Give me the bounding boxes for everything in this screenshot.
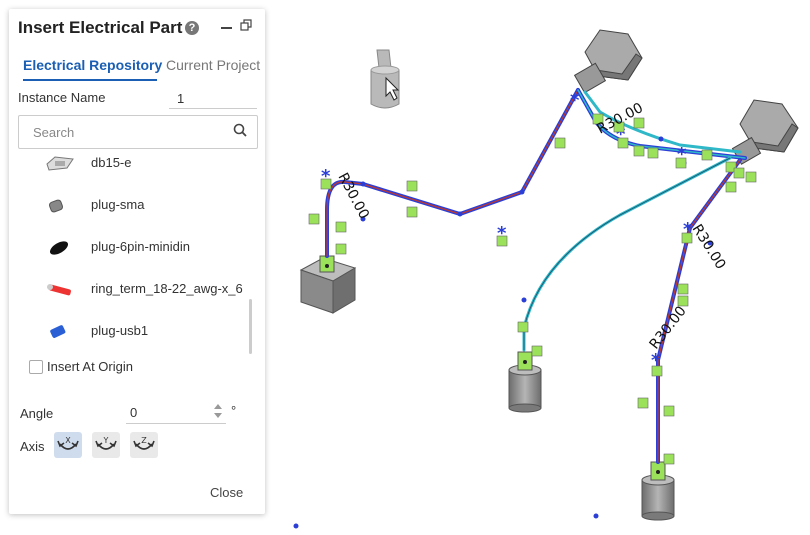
search-icon[interactable]	[233, 123, 247, 142]
wire-harness[interactable]	[325, 88, 747, 464]
svg-text:*: *	[651, 350, 661, 371]
connector-db15-icon	[45, 154, 75, 179]
connector-motor-top[interactable]	[573, 29, 643, 94]
panel-title: Insert Electrical Part	[18, 18, 183, 37]
svg-text:*: *	[683, 219, 693, 240]
axis-y-letter: Y	[103, 436, 109, 445]
axis-z-letter: Z	[141, 436, 147, 445]
part-name: plug-usb1	[91, 323, 149, 338]
ring-terminal-icon	[45, 280, 75, 305]
list-item[interactable]: ring_term_18-22_awg-x_6	[9, 270, 249, 310]
help-icon[interactable]: ?	[185, 21, 199, 35]
connector-cylinder-bottom[interactable]	[641, 461, 675, 521]
active-tab-indicator	[23, 79, 157, 81]
connector-box[interactable]	[299, 255, 357, 314]
rotate-z-icon: Z	[133, 436, 155, 450]
plug-sma-icon	[45, 196, 75, 221]
svg-text:*: *	[497, 223, 507, 244]
list-item[interactable]: db15-e	[9, 144, 249, 184]
search-placeholder: Search	[33, 125, 75, 140]
angle-stepper[interactable]	[213, 401, 223, 421]
instance-name-underline	[169, 108, 257, 109]
instance-name-input[interactable]: 1	[177, 91, 185, 106]
connector-cylinder-middle[interactable]	[508, 351, 542, 413]
restore-icon[interactable]	[240, 19, 254, 33]
plug-usb-icon	[45, 322, 75, 347]
radius-dimension: R30.00	[689, 222, 729, 273]
axis-z-button[interactable]: Z	[130, 432, 158, 458]
tab-electrical-repository[interactable]: Electrical Repository	[23, 57, 163, 73]
plug-minidin-icon	[45, 238, 75, 263]
radius-dimensions: R30.00 R30.00 R30.00 R30.00	[334, 100, 728, 352]
close-button[interactable]: Close	[210, 485, 244, 500]
tab-current-project[interactable]: Current Project	[166, 57, 261, 73]
minimize-icon[interactable]	[221, 27, 232, 29]
instance-name-label: Instance Name	[18, 90, 106, 105]
part-name: plug-sma	[91, 197, 145, 212]
svg-text:*: *	[616, 124, 626, 145]
angle-unit: °	[231, 403, 237, 418]
search-input[interactable]: Search	[18, 115, 258, 149]
list-item[interactable]: plug-6pin-minidin	[9, 228, 249, 268]
svg-text:*: *	[677, 144, 687, 165]
stray-point	[293, 523, 299, 529]
insert-at-origin-label: Insert At Origin	[47, 359, 133, 374]
angle-label: Angle	[20, 406, 54, 421]
rotate-y-icon: Y	[95, 436, 117, 450]
radius-dimension: R30.00	[334, 170, 372, 221]
rotate-x-icon: X	[57, 436, 79, 450]
svg-text:*: *	[321, 166, 331, 187]
part-name: db15-e	[91, 155, 132, 170]
axis-x-letter: X	[65, 436, 71, 445]
insert-at-origin-checkbox[interactable]	[29, 360, 43, 374]
angle-input[interactable]: 0	[130, 405, 138, 420]
axis-x-button[interactable]: X	[54, 432, 82, 458]
axis-label: Axis	[20, 439, 45, 454]
constraint-markers	[308, 113, 757, 465]
connector-motor-right[interactable]	[731, 99, 799, 165]
axis-y-button[interactable]: Y	[92, 432, 120, 458]
mouse-cursor-icon	[385, 76, 400, 101]
svg-text:*: *	[570, 90, 580, 111]
insert-electrical-part-panel: Insert Electrical Part ? Electrical Repo…	[9, 9, 265, 514]
list-item[interactable]: plug-sma	[9, 186, 249, 226]
part-name: plug-6pin-minidin	[91, 239, 190, 254]
part-name: ring_term_18-22_awg-x_6	[91, 281, 243, 296]
list-scrollbar[interactable]	[249, 299, 252, 354]
point-markers: * * * * * * *	[321, 90, 693, 371]
angle-underline	[126, 423, 226, 424]
list-item[interactable]: plug-usb1	[9, 312, 249, 352]
